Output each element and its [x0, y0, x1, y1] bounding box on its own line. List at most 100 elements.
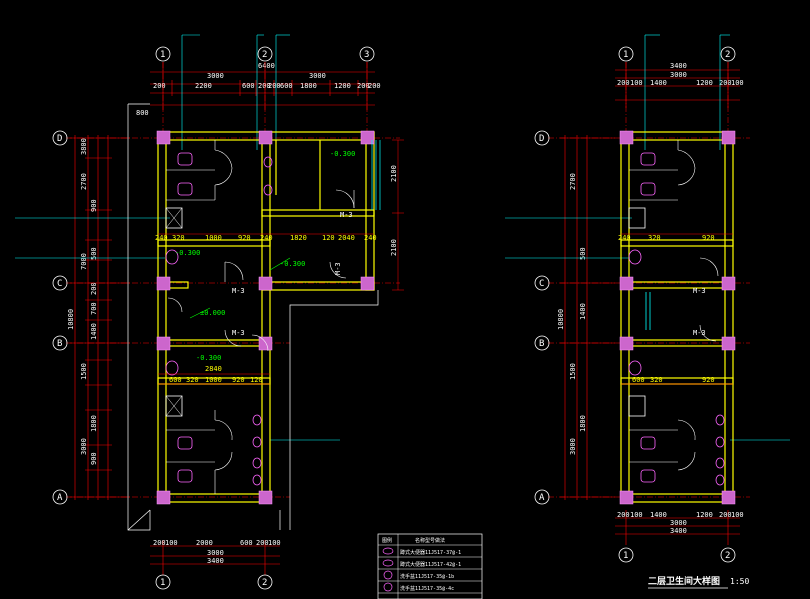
left-side-dim-e: 200 [90, 282, 98, 295]
right-bottom-dim: 1200 [696, 511, 713, 519]
squat-toilet-icon [177, 469, 193, 483]
grid-bubble-1-bottom-right [618, 547, 634, 563]
right-side-dim-text: 10800 2700 3000 1500 500 1400 1800 [557, 173, 587, 455]
inner-dim: 920 [238, 234, 251, 242]
column [619, 336, 634, 351]
squat-toilet-icon [640, 152, 656, 166]
inner-dim: 920 [702, 234, 715, 242]
column [156, 130, 171, 145]
left-top-dim-2: 3000 [309, 72, 326, 80]
drawing-scale: 1:50 [730, 577, 749, 586]
grid-bubble-2-bottom-right [720, 547, 736, 563]
left-top-dim-h: 1200 [334, 82, 351, 90]
right-top-dim: 1400 [650, 79, 667, 87]
level-mark: -0.300 [330, 150, 355, 158]
left-grid-bubbles-top: 1 2 3 [155, 46, 375, 135]
washbasin-icon [628, 360, 642, 376]
right-side-dim: 2700 [569, 173, 577, 190]
grid-label-1-bottom-right: 1 [623, 551, 628, 561]
right-top-dim: 100 [630, 79, 643, 87]
grid-bubble-D-right [534, 130, 550, 146]
urinal-icon [715, 436, 725, 448]
urinal-icon [252, 414, 262, 426]
grid-label-B-left: B [57, 339, 62, 349]
legend-basin-icon [383, 570, 393, 580]
right-bottom-total-2: 3400 [670, 527, 687, 535]
grid-label-2-top-right: 2 [725, 50, 730, 60]
right-bottom-dim: 200 [719, 511, 732, 519]
left-side-dim-d: 500 [90, 247, 98, 260]
shower-tray-icon [165, 207, 183, 229]
grid-bubble-C-right [534, 275, 550, 291]
grid-bubble-1-top-right [618, 46, 634, 62]
inner-dim: 1000 [205, 376, 222, 384]
left-inner-dims-lower: 2840 600 320 1000 920 120 [158, 365, 270, 385]
right-fixtures [628, 152, 725, 486]
column [360, 276, 375, 291]
left-inner-dims-upper: 240 320 1000 920 240 1820 120 2040 240 [155, 233, 377, 242]
right-top-leaders [644, 34, 730, 150]
door-tag: M-3 [232, 287, 245, 295]
column [156, 336, 171, 351]
right-top-dim: 100 [731, 79, 744, 87]
grid-bubble-1-top [155, 46, 171, 62]
inner-dim: 1820 [290, 234, 307, 242]
left-side-dim-a: 2700 [80, 173, 88, 190]
left-right-vertical-dims: 2100 2100 [390, 139, 404, 291]
column [258, 336, 273, 351]
door-tag: M-3 [232, 329, 245, 337]
left-top-dim-f: 600 [280, 82, 293, 90]
right-grid-bubbles-side: D C B A [534, 130, 750, 505]
shower-tray-icon [628, 395, 646, 417]
left-doors [167, 189, 355, 352]
grid-label-B-right: B [539, 339, 544, 349]
squat-toilet-icon [177, 152, 193, 166]
left-window [371, 140, 381, 210]
bottom-dim: 200 [153, 539, 166, 547]
right-side-dim: 500 [579, 247, 587, 260]
grid-label-C-left: C [57, 279, 62, 289]
inner-dim: 320 [172, 234, 185, 242]
left-walls [157, 131, 375, 503]
left-level-marks: -0.300 -0.300 -0.300 ±0.000 -0.300 [175, 150, 355, 362]
grid-bubble-3-top [359, 46, 375, 62]
left-side-dim-j: 1500 [80, 363, 88, 380]
left-top-dim-row2: 200 2200 600 200 200 600 1800 1200 200 2… [153, 82, 381, 90]
right-bottom-dim: 200 [617, 511, 630, 519]
door-tag: M-3 [693, 329, 706, 337]
left-side-dim-total: 10800 [67, 309, 75, 330]
left-top-dimensions [150, 71, 375, 106]
grid-bubble-2-top-right [720, 46, 736, 62]
left-bottom-dimensions: 200 100 2000 600 200 100 3000 3400 1 2 [150, 539, 281, 590]
legend-row: 蹲式大便器11J517-42@-1 [400, 561, 461, 568]
bottom-dim: 2000 [196, 539, 213, 547]
left-side-dim-f: 700 [90, 302, 98, 315]
squat-toilet-icon [177, 436, 193, 450]
grid-bubble-D-left [52, 130, 68, 146]
inner-dim: 120 [322, 234, 335, 242]
level-mark: -0.300 [175, 249, 200, 257]
column [156, 490, 171, 505]
level-mark: -0.300 [280, 260, 305, 268]
urinal-icon [252, 436, 262, 448]
column [721, 276, 736, 291]
left-top-dim-j: 200 [368, 82, 381, 90]
right-top-dim: 200 [719, 79, 732, 87]
right-bottom-dim: 100 [630, 511, 643, 519]
left-top-leaders [181, 34, 290, 150]
left-plan: 6400 3000 3000 200 2200 600 200 200 600 … [15, 34, 404, 590]
washbasin-icon [263, 156, 273, 168]
column [619, 276, 634, 291]
washbasin-icon [165, 249, 179, 265]
lower-dim: 320 [650, 376, 663, 384]
right-bottom-dimensions: 200 100 1400 1200 200 100 3000 3400 1 2 [615, 510, 744, 563]
legend-squat-icon [382, 547, 394, 555]
grid-bubble-B-left [52, 335, 68, 351]
urinal-icon [715, 457, 725, 469]
right-top-dim: 200 [617, 79, 630, 87]
inner-dim: 240 [618, 234, 631, 242]
legend-row: 洗手盆11J517-35@-1b [400, 573, 454, 580]
urinal-icon [715, 414, 725, 426]
left-side-dim-g: 1400 [90, 323, 98, 340]
column [721, 130, 736, 145]
